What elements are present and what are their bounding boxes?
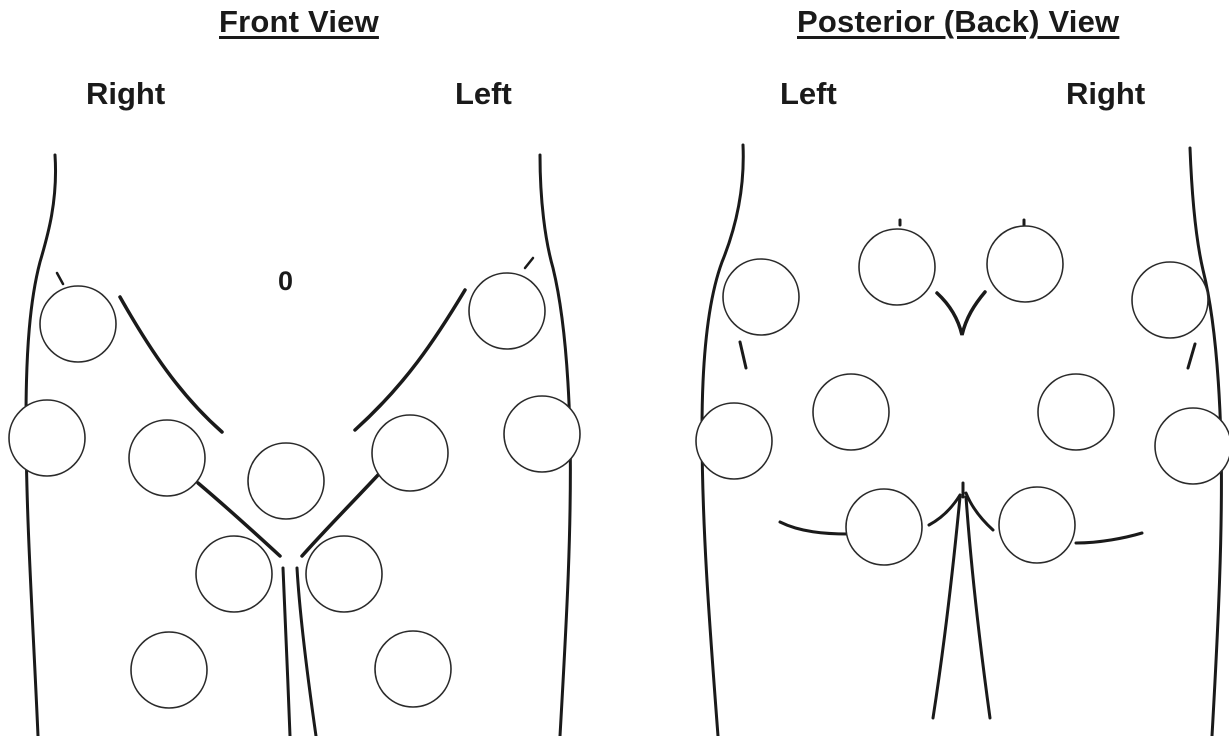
front-site-right-lower[interactable] — [131, 632, 207, 708]
front-site-right-outer-thigh[interactable] — [9, 400, 85, 476]
back-site-right-mid[interactable] — [1038, 374, 1114, 450]
front-site-left-outer-thigh[interactable] — [504, 396, 580, 472]
back-site-right-lower[interactable] — [999, 487, 1075, 563]
back-flank-tick-left — [740, 342, 746, 368]
front-site-left-lower[interactable] — [375, 631, 451, 707]
back-gluteal-fold-right — [1076, 533, 1142, 543]
back-site-left-mid[interactable] — [813, 374, 889, 450]
front-site-right-lower-middle[interactable] — [196, 536, 272, 612]
back-flank-tick-right — [1188, 344, 1195, 368]
back-site-right-upper-flank[interactable] — [1132, 262, 1208, 338]
front-inguinal-line-right — [120, 297, 222, 432]
back-gluteal-fold-left — [780, 522, 848, 534]
front-view-figure — [9, 155, 580, 736]
front-site-left-lower-middle[interactable] — [306, 536, 382, 612]
posterior-view-figure — [696, 145, 1229, 736]
back-inner-leg-right — [966, 497, 990, 718]
front-site-right-hip[interactable] — [40, 286, 116, 362]
front-site-left-inner-thigh-upper[interactable] — [372, 415, 448, 491]
front-site-right-inner-thigh-upper[interactable] — [129, 420, 205, 496]
back-inner-leg-left — [933, 497, 960, 718]
back-cleft-curve-right — [966, 493, 993, 530]
front-site-left-hip[interactable] — [469, 273, 545, 349]
back-site-left-upper-flank[interactable] — [723, 259, 799, 335]
front-hip-tick-left — [525, 258, 533, 268]
back-site-right-outer[interactable] — [1155, 408, 1229, 484]
back-site-left-outer[interactable] — [696, 403, 772, 479]
back-site-left-lower[interactable] — [846, 489, 922, 565]
back-site-upper-right-center[interactable] — [987, 226, 1063, 302]
front-hip-tick-right — [57, 273, 63, 284]
front-site-center[interactable] — [248, 443, 324, 519]
front-inguinal-line-left — [355, 290, 465, 430]
back-cleft-curve-left — [929, 495, 960, 525]
front-inner-leg-right — [283, 568, 290, 736]
back-sacral-v — [937, 292, 985, 335]
back-site-upper-left-center[interactable] — [859, 229, 935, 305]
